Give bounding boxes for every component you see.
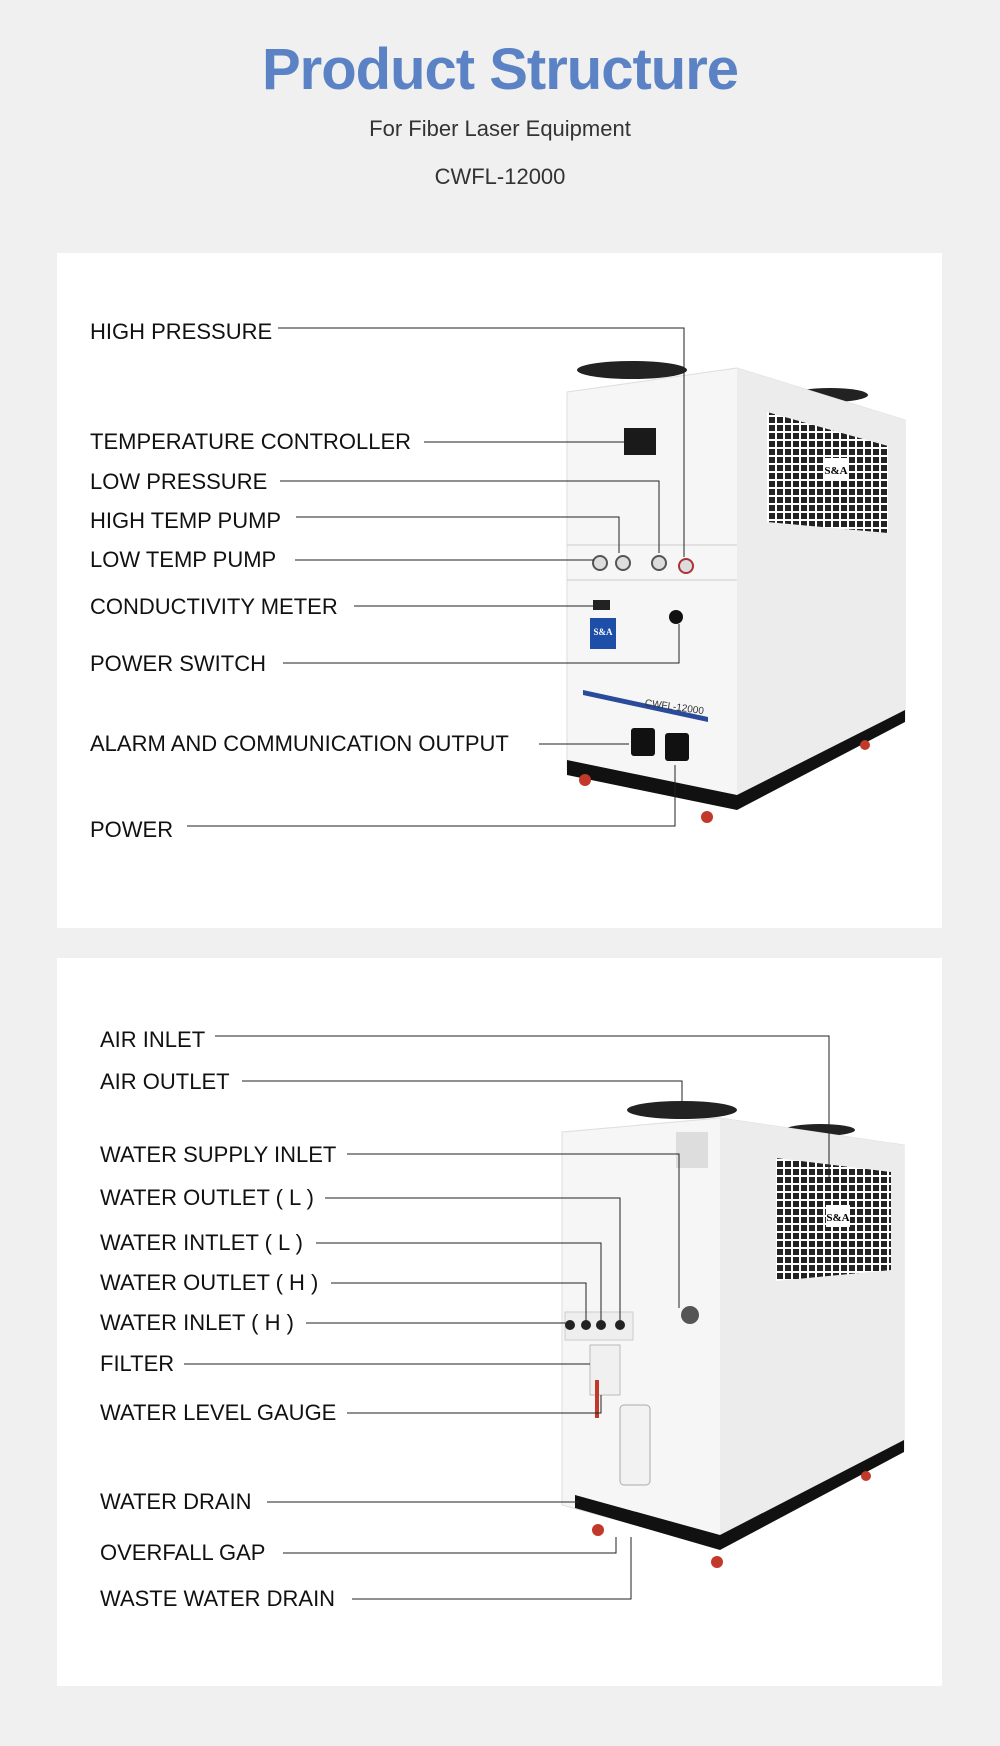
power-switch xyxy=(669,610,683,624)
svg-text:S&A: S&A xyxy=(826,1212,849,1224)
label-water-inlet-h: WATER INLET ( H ) xyxy=(100,1310,294,1335)
conductivity-meter xyxy=(593,600,610,610)
label-water-inlet-l: WATER INTLET ( L ) xyxy=(100,1230,303,1255)
label-low-temp-pump: LOW TEMP PUMP xyxy=(90,547,277,572)
label-low-pressure: LOW PRESSURE xyxy=(90,469,268,494)
page-title: Product Structure xyxy=(261,37,739,102)
svg-text:S&A: S&A xyxy=(824,465,847,477)
label-water-drain: WATER DRAIN xyxy=(100,1489,252,1514)
subtitle: For Fiber Laser Equipment xyxy=(369,116,631,141)
label-alarm-communication-output: ALARM AND COMMUNICATION OUTPUT xyxy=(90,731,509,756)
label-water-supply-inlet: WATER SUPPLY INLET xyxy=(100,1142,337,1167)
label-water-level-gauge: WATER LEVEL GAUGE xyxy=(100,1400,337,1425)
label-water-outlet-l: WATER OUTLET ( L ) xyxy=(100,1185,314,1210)
leader-lines xyxy=(184,327,830,1600)
label-high-pressure: HIGH PRESSURE xyxy=(90,319,273,344)
temperature-controller xyxy=(624,428,656,455)
label-air-inlet: AIR INLET xyxy=(100,1027,206,1052)
label-temperature-controller: TEMPERATURE CONTROLLER xyxy=(90,429,412,454)
label-power-switch: POWER SWITCH xyxy=(90,651,266,676)
label-air-outlet: AIR OUTLET xyxy=(100,1069,230,1094)
label-water-outlet-h: WATER OUTLET ( H ) xyxy=(100,1270,319,1295)
label-high-temp-pump: HIGH TEMP PUMP xyxy=(90,508,282,533)
label-conductivity-meter: CONDUCTIVITY METER xyxy=(90,594,338,619)
label-waste-water-drain: WASTE WATER DRAIN xyxy=(100,1586,336,1611)
brand-logo-side xyxy=(824,458,848,480)
chiller-rear-image: S&A xyxy=(561,1101,905,1568)
svg-text:S&A: S&A xyxy=(593,627,613,637)
label-power: POWER xyxy=(90,817,174,842)
label-overfall-gap: OVERFALL GAP xyxy=(100,1540,266,1565)
chiller-front-image: S&A S&A CWFL-12000 xyxy=(566,361,906,823)
model-name: CWFL-12000 xyxy=(434,164,566,189)
label-filter: FILTER xyxy=(100,1351,175,1376)
